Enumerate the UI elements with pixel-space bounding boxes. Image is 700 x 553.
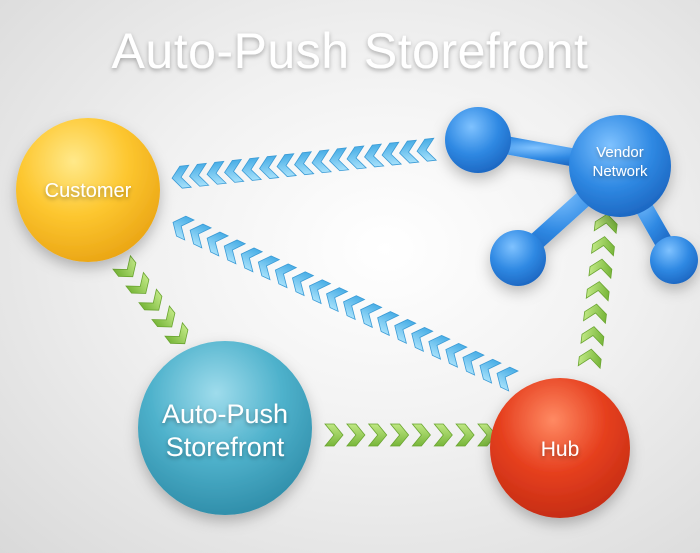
arrow-hub-to-customer-chevron [257, 255, 281, 281]
arrow-hub-to-vendor-chevron [583, 303, 607, 325]
arrow-hub-to-customer-chevron [462, 350, 485, 376]
diagram-title: Auto-Push Storefront [112, 23, 589, 79]
arrow-vendor-to-customer-chevron [311, 149, 333, 174]
arrow-customer-to-storefront-chevron [151, 305, 176, 328]
arrow-vendor-to-customer-chevron [259, 155, 280, 179]
arrow-hub-to-customer-chevron [223, 239, 247, 265]
vendor-network-label-line1: Vendor [596, 144, 644, 161]
arrow-chain-vendor-to-customer [171, 137, 438, 189]
arrow-hub-to-customer-chevron [308, 279, 332, 305]
arrow-customer-to-storefront-chevron [125, 271, 150, 294]
arrow-hub-to-customer-chevron [445, 342, 468, 368]
arrow-chain-hub-to-customer [172, 215, 519, 392]
arrow-hub-to-vendor-chevron [591, 236, 615, 257]
arrow-hub-to-customer-chevron [274, 263, 298, 289]
arrow-hub-to-customer-chevron [428, 334, 451, 360]
arrow-customer-to-storefront-chevron [112, 254, 137, 278]
arrow-hub-to-customer-chevron [291, 271, 315, 297]
arrow-vendor-to-customer-chevron [206, 160, 228, 185]
customer-node [16, 118, 160, 262]
arrow-vendor-to-customer-chevron [224, 159, 245, 183]
arrow-hub-to-customer-chevron [411, 327, 434, 352]
arrow-hub-to-vendor-chevron [585, 281, 610, 302]
arrow-storefront-to-hub-chevron [455, 423, 475, 447]
arrow-vendor-to-customer-chevron [346, 145, 368, 170]
vendor-network-node-left [445, 107, 511, 173]
arrow-hub-to-customer-chevron [377, 311, 400, 337]
arrow-storefront-to-hub-chevron [411, 423, 431, 447]
vendor-network-node-bottom-right [650, 236, 698, 284]
storefront-node [138, 341, 312, 515]
hub-node [490, 378, 630, 518]
storefront-label-line2: Storefront [166, 432, 285, 462]
arrow-vendor-to-customer-chevron [294, 151, 315, 176]
hub-label: Hub [541, 438, 580, 461]
vendor-network-node [445, 107, 698, 286]
vendor-network-node-bottom-left [490, 230, 546, 286]
arrow-storefront-to-hub-chevron [324, 423, 344, 447]
arrow-hub-to-customer-chevron [172, 215, 195, 241]
arrow-chain-customer-to-storefront [112, 254, 189, 345]
arrow-customer-to-storefront-chevron [164, 321, 189, 345]
arrow-hub-to-customer-chevron [496, 366, 519, 392]
vendor-network-label-line2: Network [592, 163, 648, 180]
arrow-customer-to-storefront-chevron [138, 288, 163, 311]
arrow-vendor-to-customer-chevron [171, 164, 193, 189]
arrow-hub-to-customer-chevron [394, 319, 417, 344]
arrow-vendor-to-customer-chevron [364, 143, 385, 168]
arrow-storefront-to-hub-chevron [367, 423, 388, 447]
arrow-vendor-to-customer-chevron [399, 139, 420, 164]
arrow-hub-to-customer-chevron [326, 287, 349, 313]
arrow-hub-to-customer-chevron [240, 247, 264, 273]
arrow-hub-to-customer-chevron [479, 358, 502, 384]
arrow-storefront-to-hub-chevron [346, 423, 366, 447]
arrow-vendor-to-customer-chevron [381, 141, 403, 166]
arrow-hub-to-customer-chevron [206, 231, 230, 257]
arrow-vendor-to-customer-chevron [189, 162, 210, 187]
arrow-vendor-to-customer-chevron [416, 137, 438, 162]
arrow-hub-to-customer-chevron [343, 295, 366, 321]
arrow-storefront-to-hub-chevron [433, 423, 453, 447]
customer-label: Customer [45, 180, 132, 202]
arrow-hub-to-vendor-chevron [593, 213, 618, 235]
arrow-hub-to-vendor-chevron [580, 326, 605, 347]
arrow-hub-to-vendor-chevron [588, 258, 613, 280]
arrow-hub-to-customer-chevron [189, 223, 213, 249]
arrow-hub-to-customer-chevron [360, 303, 383, 329]
vendor-network-node-center [569, 115, 671, 217]
storefront-label-line1: Auto-Push [162, 399, 288, 429]
arrow-chain-storefront-to-hub [324, 423, 497, 447]
arrow-storefront-to-hub-chevron [389, 423, 410, 447]
arrow-vendor-to-customer-chevron [329, 147, 350, 172]
arrow-hub-to-vendor-chevron [577, 348, 602, 370]
arrow-vendor-to-customer-chevron [241, 157, 263, 181]
arrow-chain-hub-to-vendor [577, 213, 618, 370]
arrow-vendor-to-customer-chevron [276, 153, 298, 177]
